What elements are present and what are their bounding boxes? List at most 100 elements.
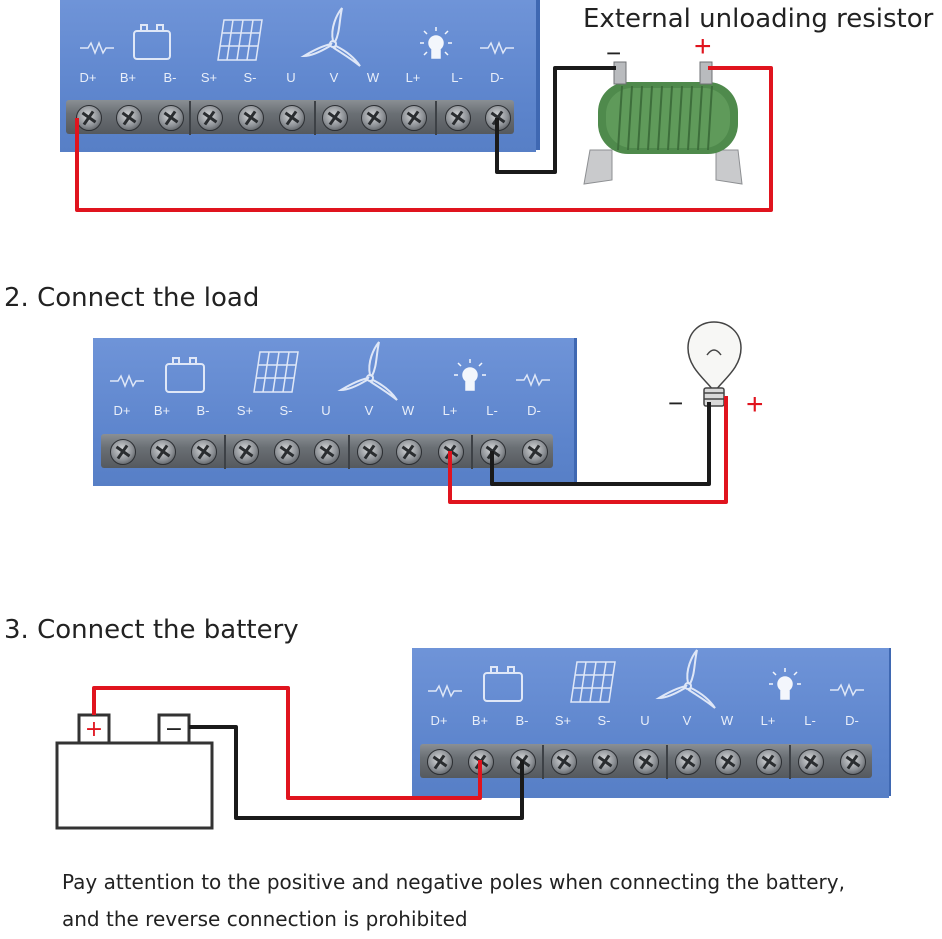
resistor-symbol-icon-right (480, 40, 514, 56)
battery-icon (55, 713, 214, 830)
terminal-screw-2-2 (191, 439, 217, 465)
resistor-symbol-icon-2-right (516, 372, 550, 388)
terminal-screw-3-10 (840, 749, 866, 775)
warning-line-1: Pay attention to the positive and negati… (62, 870, 845, 894)
terminal-screw-1-8 (401, 105, 427, 131)
wire-resistor-positive (75, 66, 773, 212)
terminal-separator-3-1 (666, 745, 668, 779)
terminal-label-2-1: B+ (153, 403, 171, 418)
lamp-icon (420, 27, 452, 59)
terminal-screw-1-2 (158, 105, 184, 131)
resistor-symbol-icon (80, 40, 114, 56)
terminal-screw-1-6 (322, 105, 348, 131)
terminal-label-3-6: V (682, 713, 692, 728)
terminal-separator-3-2 (789, 745, 791, 779)
terminal-label-1-8: L+ (405, 70, 421, 85)
terminal-label-1-6: V (329, 70, 339, 85)
battery-plus-terminal: + (85, 717, 103, 742)
terminal-label-3-10: D- (845, 713, 859, 728)
battery-minus-terminal: − (165, 717, 183, 742)
resistor-symbol-icon-3-right (830, 682, 864, 698)
terminal-screw-2-7 (396, 439, 422, 465)
controller-1-edge (535, 0, 540, 150)
terminal-separator-2-0 (224, 435, 226, 469)
resistor-plus-sign: + (694, 30, 712, 63)
terminal-screw-3-5 (633, 749, 659, 775)
terminal-screw-2-4 (274, 439, 300, 465)
solar-panel-icon-3 (570, 661, 616, 703)
light-bulb-icon (687, 321, 742, 407)
terminal-screw-3-8 (756, 749, 782, 775)
wire-load-positive (448, 396, 728, 504)
lamp-minus-sign: − (668, 388, 684, 418)
terminal-label-3-7: W (720, 713, 734, 728)
terminal-label-1-5: U (286, 70, 296, 85)
terminal-screw-1-1 (116, 105, 142, 131)
terminal-label-1-7: W (366, 70, 380, 85)
terminal-label-2-10: D- (527, 403, 541, 418)
terminal-separator-3-0 (542, 745, 544, 779)
resistor-minus-sign: − (606, 38, 622, 68)
terminal-screw-2-1 (150, 439, 176, 465)
battery-outline-icon-3 (483, 666, 523, 702)
terminal-label-3-1: B+ (471, 713, 489, 728)
terminal-label-2-2: B- (196, 403, 210, 418)
terminal-screw-2-0 (110, 439, 136, 465)
terminal-separator-2-2 (471, 435, 473, 469)
terminal-separator-1-2 (435, 101, 437, 135)
resistor-label: External unloading resistor (583, 4, 934, 34)
terminal-label-2-0: D+ (113, 403, 131, 418)
terminal-label-2-9: L- (486, 403, 498, 418)
terminal-label-3-5: U (640, 713, 650, 728)
terminal-label-2-6: V (364, 403, 374, 418)
lamp-icon-2 (454, 359, 486, 391)
terminal-label-1-2: B- (163, 70, 177, 85)
terminal-screw-3-4 (592, 749, 618, 775)
terminal-screw-2-10 (522, 439, 548, 465)
terminal-label-1-0: D+ (79, 70, 97, 85)
terminal-screw-2-6 (357, 439, 383, 465)
terminal-screw-1-7 (361, 105, 387, 131)
terminal-screw-3-9 (798, 749, 824, 775)
wire-load-negative (490, 402, 711, 486)
terminal-label-2-3: S+ (236, 403, 254, 418)
wire-battery-negative (189, 725, 524, 820)
section-title-battery: 3. Connect the battery (4, 615, 299, 645)
resistor-symbol-icon-3 (428, 683, 462, 699)
wire-resistor-negative (495, 66, 616, 174)
solar-panel-icon (217, 19, 263, 61)
warning-line-2: and the reverse connection is prohibited (62, 907, 468, 931)
terminal-screw-1-3 (197, 105, 223, 131)
terminal-screw-3-0 (427, 749, 453, 775)
terminal-separator-1-1 (314, 101, 316, 135)
terminal-label-2-7: W (401, 403, 415, 418)
wind-turbine-icon (300, 7, 361, 67)
terminal-separator-2-1 (348, 435, 350, 469)
terminal-label-2-4: S- (279, 403, 293, 418)
unloading-resistor-icon (583, 61, 743, 185)
terminal-label-1-4: S- (243, 70, 257, 85)
solar-panel-icon-2 (253, 351, 299, 393)
resistor-symbol-icon-2 (110, 373, 144, 389)
terminal-label-3-0: D+ (430, 713, 448, 728)
lamp-icon-3 (769, 668, 801, 700)
wire-battery-positive (92, 686, 482, 800)
wind-turbine-icon-2 (337, 341, 398, 401)
terminal-screw-2-3 (233, 439, 259, 465)
terminal-screw-1-5 (279, 105, 305, 131)
terminal-label-1-10: D- (490, 70, 504, 85)
battery-outline-icon (133, 24, 171, 60)
section-title-load: 2. Connect the load (4, 283, 260, 313)
terminal-label-3-3: S+ (554, 713, 572, 728)
lamp-plus-sign: + (746, 388, 764, 421)
terminal-screw-2-5 (314, 439, 340, 465)
controller-2-edge (572, 338, 577, 484)
terminal-label-1-9: L- (451, 70, 463, 85)
terminal-label-3-2: B- (515, 713, 529, 728)
terminal-label-1-1: B+ (119, 70, 137, 85)
terminal-label-2-8: L+ (442, 403, 458, 418)
terminal-screw-1-9 (445, 105, 471, 131)
terminal-label-3-8: L+ (760, 713, 776, 728)
terminal-screw-1-4 (238, 105, 264, 131)
